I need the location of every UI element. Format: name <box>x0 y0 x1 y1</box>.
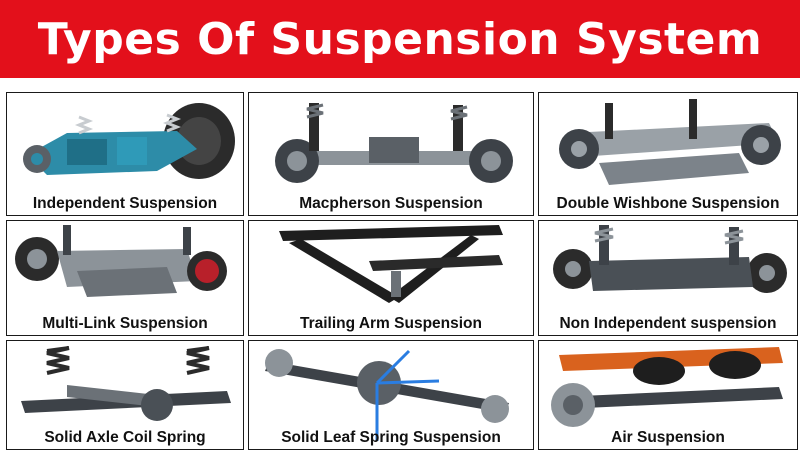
trailing-arm-suspension-icon <box>279 225 503 303</box>
air-suspension-icon <box>551 347 783 427</box>
solid-axle-coil-spring-icon <box>21 346 231 421</box>
panel-independent-suspension: Independent Suspension <box>6 92 244 216</box>
panel-multi-link-suspension: Multi-Link Suspension <box>6 220 244 336</box>
panel-label: Solid Axle Coil Spring <box>44 429 206 446</box>
solid-leaf-spring-suspension-icon <box>265 349 509 441</box>
independent-suspension-icon <box>23 103 235 179</box>
panel-label: Air Suspension <box>611 429 725 446</box>
panel-label: Non Independent suspension <box>559 315 777 332</box>
panel-air-suspension: Air Suspension <box>538 340 798 450</box>
panel-solid-axle-coil-spring: Solid Axle Coil Spring <box>6 340 244 450</box>
double-wishbone-suspension-icon <box>559 99 781 185</box>
macpherson-suspension-icon <box>275 103 513 183</box>
panel-label: Trailing Arm Suspension <box>299 315 482 332</box>
panel-double-wishbone-suspension: Double Wishbone Suspension <box>538 92 798 216</box>
panel-label: Solid Leaf Spring Suspension <box>281 429 501 446</box>
panel-label: Independent Suspension <box>32 195 218 212</box>
non-independent-suspension-icon <box>553 225 787 293</box>
suspension-grid: Independent Suspension Macpherson Suspen… <box>0 90 800 450</box>
panel-trailing-arm-suspension: Trailing Arm Suspension <box>248 220 534 336</box>
multi-link-suspension-icon <box>15 225 227 297</box>
title-banner: Types Of Suspension System <box>0 0 800 78</box>
panel-macpherson-suspension: Macpherson Suspension <box>248 92 534 216</box>
panel-label: Double Wishbone Suspension <box>556 195 780 212</box>
panel-label: Multi-Link Suspension <box>42 315 208 332</box>
panel-label: Macpherson Suspension <box>299 195 483 212</box>
panel-solid-leaf-spring-suspension: Solid Leaf Spring Suspension <box>248 340 534 450</box>
page-title: Types Of Suspension System <box>37 13 763 65</box>
panel-non-independent-suspension: Non Independent suspension <box>538 220 798 336</box>
